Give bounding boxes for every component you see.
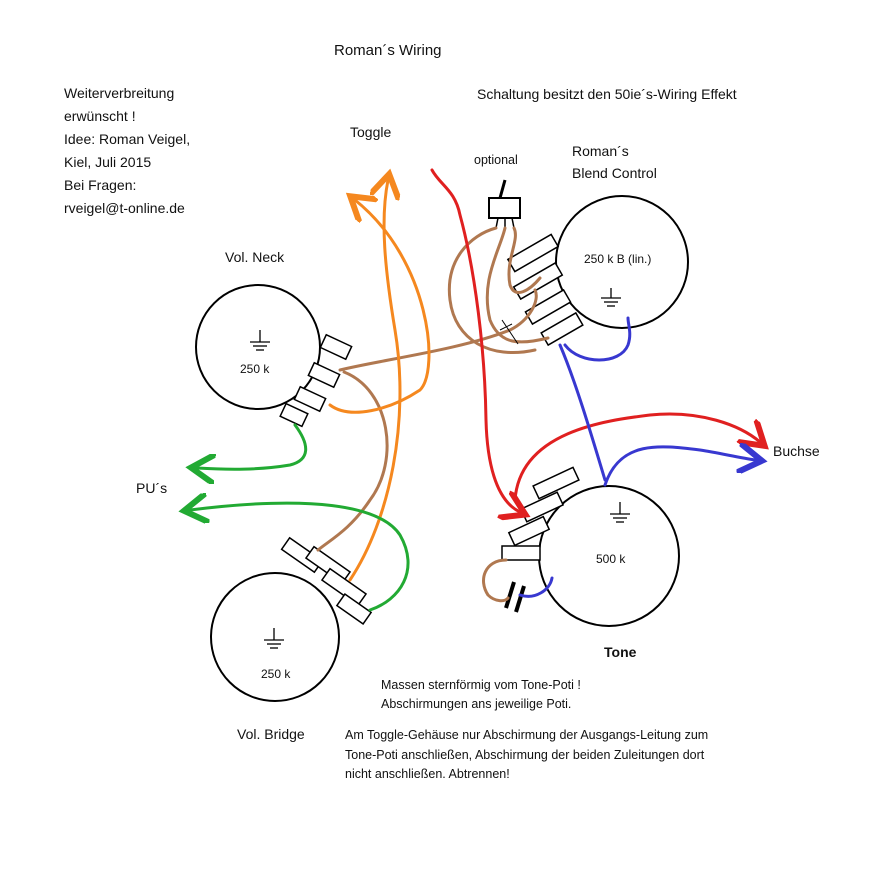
blend-title-line: Roman´s xyxy=(572,143,629,159)
pickups-label: PU´s xyxy=(136,480,168,496)
instruction-line: Tone-Poti anschließen, Abschirmung der b… xyxy=(345,747,705,762)
blend-control-title: Roman´s Blend Control xyxy=(572,140,657,184)
ground-symbol-icon xyxy=(250,330,270,351)
pot-value-tone: 500 k xyxy=(596,552,626,566)
ground-symbol-icon xyxy=(264,628,284,649)
pot-blend xyxy=(506,195,689,347)
pot-value-vol-bridge: 250 k xyxy=(261,667,291,681)
effect-note: Schaltung besitzt den 50ie´s-Wiring Effe… xyxy=(477,86,737,102)
internal-wires xyxy=(316,226,550,603)
buchse-label: Buchse xyxy=(773,443,820,459)
ground-symbol-icon xyxy=(601,288,621,307)
vol-neck-label: Vol. Neck xyxy=(225,249,285,265)
note-line: erwünscht ! xyxy=(64,108,136,124)
optional-label: optional xyxy=(474,153,518,167)
instruction-line: nicht anschließen. Abtrennen! xyxy=(345,767,510,781)
pot-lugs xyxy=(280,536,373,625)
pot-lugs xyxy=(279,333,353,428)
note-line: Bei Fragen: xyxy=(64,177,137,193)
note-line: Weiterverbreitung xyxy=(64,85,175,101)
instruction-line: Abschirmungen ans jeweilige Poti. xyxy=(381,697,572,711)
pot-vol-neck xyxy=(195,284,353,428)
note-line: Idee: Roman Veigel, xyxy=(64,131,191,147)
instruction-line: Massen sternförmig vom Tone-Poti ! xyxy=(381,678,581,692)
tone-label: Tone xyxy=(604,644,637,660)
blend-title-line: Blend Control xyxy=(572,165,657,181)
pot-vol-bridge xyxy=(210,536,373,702)
toggle-label: Toggle xyxy=(350,124,392,140)
wire-cross-mark xyxy=(499,319,519,345)
pot-value-blend: 250 k B (lin.) xyxy=(584,252,651,266)
pot-tone xyxy=(501,466,680,627)
pickup-wires xyxy=(190,423,410,612)
note-line: Kiel, Juli 2015 xyxy=(64,154,152,170)
instruction-line: Am Toggle-Gehäuse nur Abschirmung der Au… xyxy=(345,728,709,742)
optional-switch xyxy=(488,179,521,229)
diagram-title: Roman´s Wiring xyxy=(334,42,442,59)
toggle-wires xyxy=(328,180,431,582)
note-line: rveigel@t-online.de xyxy=(64,200,185,216)
pot-lugs xyxy=(501,466,580,561)
hot-wires xyxy=(430,168,760,512)
vol-bridge-label: Vol. Bridge xyxy=(237,726,305,742)
ground-instructions: Massen sternförmig vom Tone-Poti ! Absch… xyxy=(381,676,581,714)
capacitor xyxy=(504,581,526,613)
ground-symbol-icon xyxy=(610,502,630,523)
ground-wires xyxy=(518,316,756,598)
author-note: Weiterverbreitung erwünscht ! Idee: Roma… xyxy=(64,82,190,220)
pot-value-vol-neck: 250 k xyxy=(240,362,270,376)
toggle-instructions: Am Toggle-Gehäuse nur Abschirmung der Au… xyxy=(345,726,708,785)
